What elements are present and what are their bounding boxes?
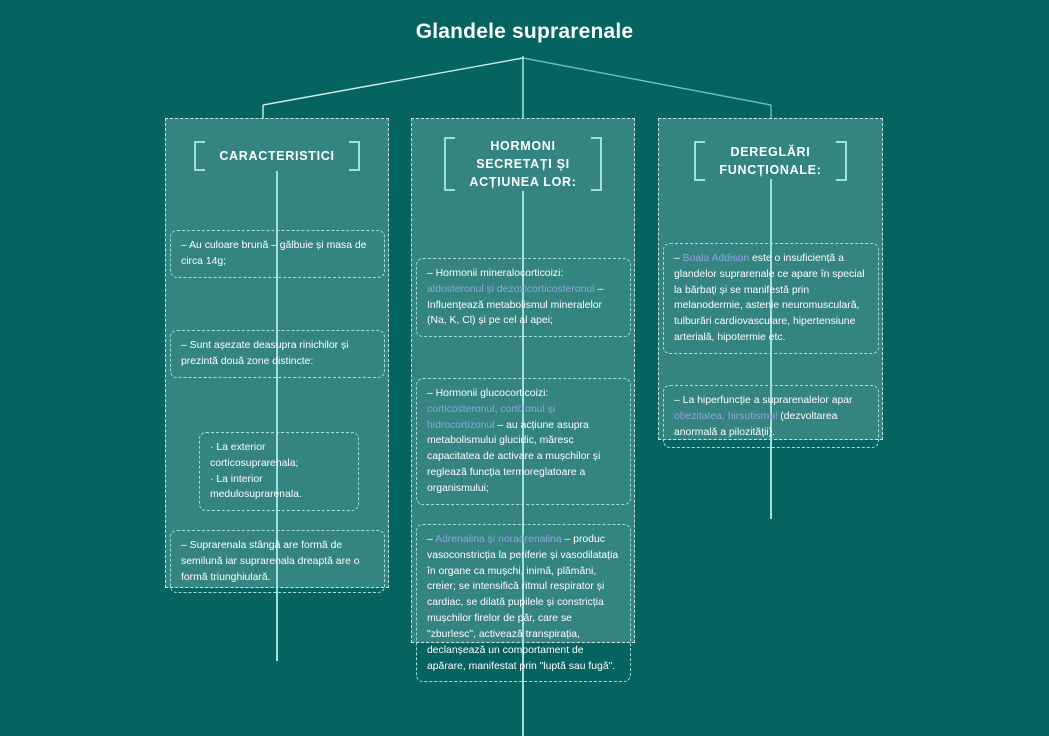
column-dereglari: DEREGLĂRI FUNCȚIONALE:: [658, 118, 883, 519]
note-text: (dezvoltarea anormală a pilozității).: [674, 410, 838, 438]
note-text: –: [674, 253, 683, 264]
note-adrenalina: – Adrenalina și noradrenalina – produc v…: [416, 524, 631, 683]
column-header-caracteristici: CARACTERISTICI: [166, 141, 388, 171]
column-header-label: HORMONI SECRETAȚI ȘI ACȚIUNEA LOR:: [469, 137, 576, 191]
note-culoare: – Au culoare brună – gălbuie și masa de …: [170, 230, 385, 278]
note-text: · La interior medulosuprarenala.: [210, 473, 302, 501]
column-hormoni: HORMONI SECRETAȚI ȘI ACȚIUNEA LOR:: [411, 118, 635, 736]
note-highlight: corticosteronul, cortizonul și hidrocort…: [427, 403, 556, 431]
bracket-left-icon: [194, 141, 206, 171]
note-hiperfunctie: – La hiperfuncție a suprarenalelor apar …: [663, 385, 879, 449]
note-text: – La hiperfuncție a suprarenalelor apar: [674, 395, 853, 406]
note-zone: · La exterior corticosuprarenala; · La i…: [199, 432, 359, 512]
column-header-label: CARACTERISTICI: [219, 148, 335, 163]
note-text: – Hormonii mineralocorticoizi:: [427, 268, 564, 279]
header-line: DEREGLĂRI: [730, 144, 811, 159]
header-line: ACȚIUNEA LOR:: [469, 175, 577, 190]
note-highlight: Adrenalina și noradrenalina: [435, 534, 562, 545]
bracket-right-icon: [590, 137, 602, 192]
note-text: este o insuficiență a glandelor supraren…: [674, 253, 865, 344]
note-highlight: aldosteronul și dezoxicorticosteronul: [427, 283, 595, 295]
note-text: – Au culoare brună – gălbuie și masa de …: [181, 240, 367, 267]
bracket-left-icon: [444, 137, 456, 192]
note-text: – au acțiune asupra metabolismului gluci…: [427, 419, 601, 494]
note-text: –: [427, 534, 436, 545]
note-text: · La exterior corticosuprarenala;: [210, 442, 299, 469]
note-highlight: obezitatea, hirsutismul: [674, 410, 778, 422]
column-header-dereglari: DEREGLĂRI FUNCȚIONALE:: [659, 141, 882, 181]
note-asezare: – Sunt așezate deasupra rinichilor și pr…: [170, 330, 385, 378]
column-header-hormoni: HORMONI SECRETAȚI ȘI ACȚIUNEA LOR:: [412, 137, 634, 192]
note-text: – Hormonii glucocorticoizi:: [427, 388, 549, 399]
column-spine: [522, 191, 524, 736]
column-spine: [769, 179, 772, 519]
page-title: Glandele suprarenale: [415, 20, 634, 43]
note-text: – Suprarenala stângă are formă de semilu…: [181, 540, 360, 583]
bracket-right-icon: [835, 141, 847, 181]
diagram-canvas: Glandele suprarenale CARACTERISTICI – Au…: [165, 20, 883, 736]
note-text: – produc vasoconstricția la periferie și…: [427, 534, 619, 672]
header-line: FUNCȚIONALE:: [719, 163, 822, 177]
note-glucocorticoizi: – Hormonii glucocorticoizi: corticostero…: [416, 378, 631, 505]
note-mineralocorticoizi: – Hormonii mineralocorticoizi: aldostero…: [416, 258, 631, 338]
bracket-left-icon: [694, 141, 706, 181]
note-addison: – Boala Addison este o insuficiență a gl…: [663, 243, 879, 354]
bracket-right-icon: [348, 141, 360, 171]
note-forma: – Suprarenala stângă are formă de semilu…: [170, 530, 385, 594]
column-spine: [276, 171, 278, 661]
note-highlight: Boala Addison: [682, 253, 750, 264]
header-line: HORMONI: [490, 139, 556, 153]
note-text: – Influențează metabolismul mineralelor …: [427, 283, 604, 327]
column-header-label: DEREGLĂRI FUNCȚIONALE:: [719, 143, 821, 179]
header-line: SECRETAȚI ȘI: [476, 157, 570, 172]
note-text: – Sunt așezate deasupra rinichilor și pr…: [181, 340, 349, 367]
